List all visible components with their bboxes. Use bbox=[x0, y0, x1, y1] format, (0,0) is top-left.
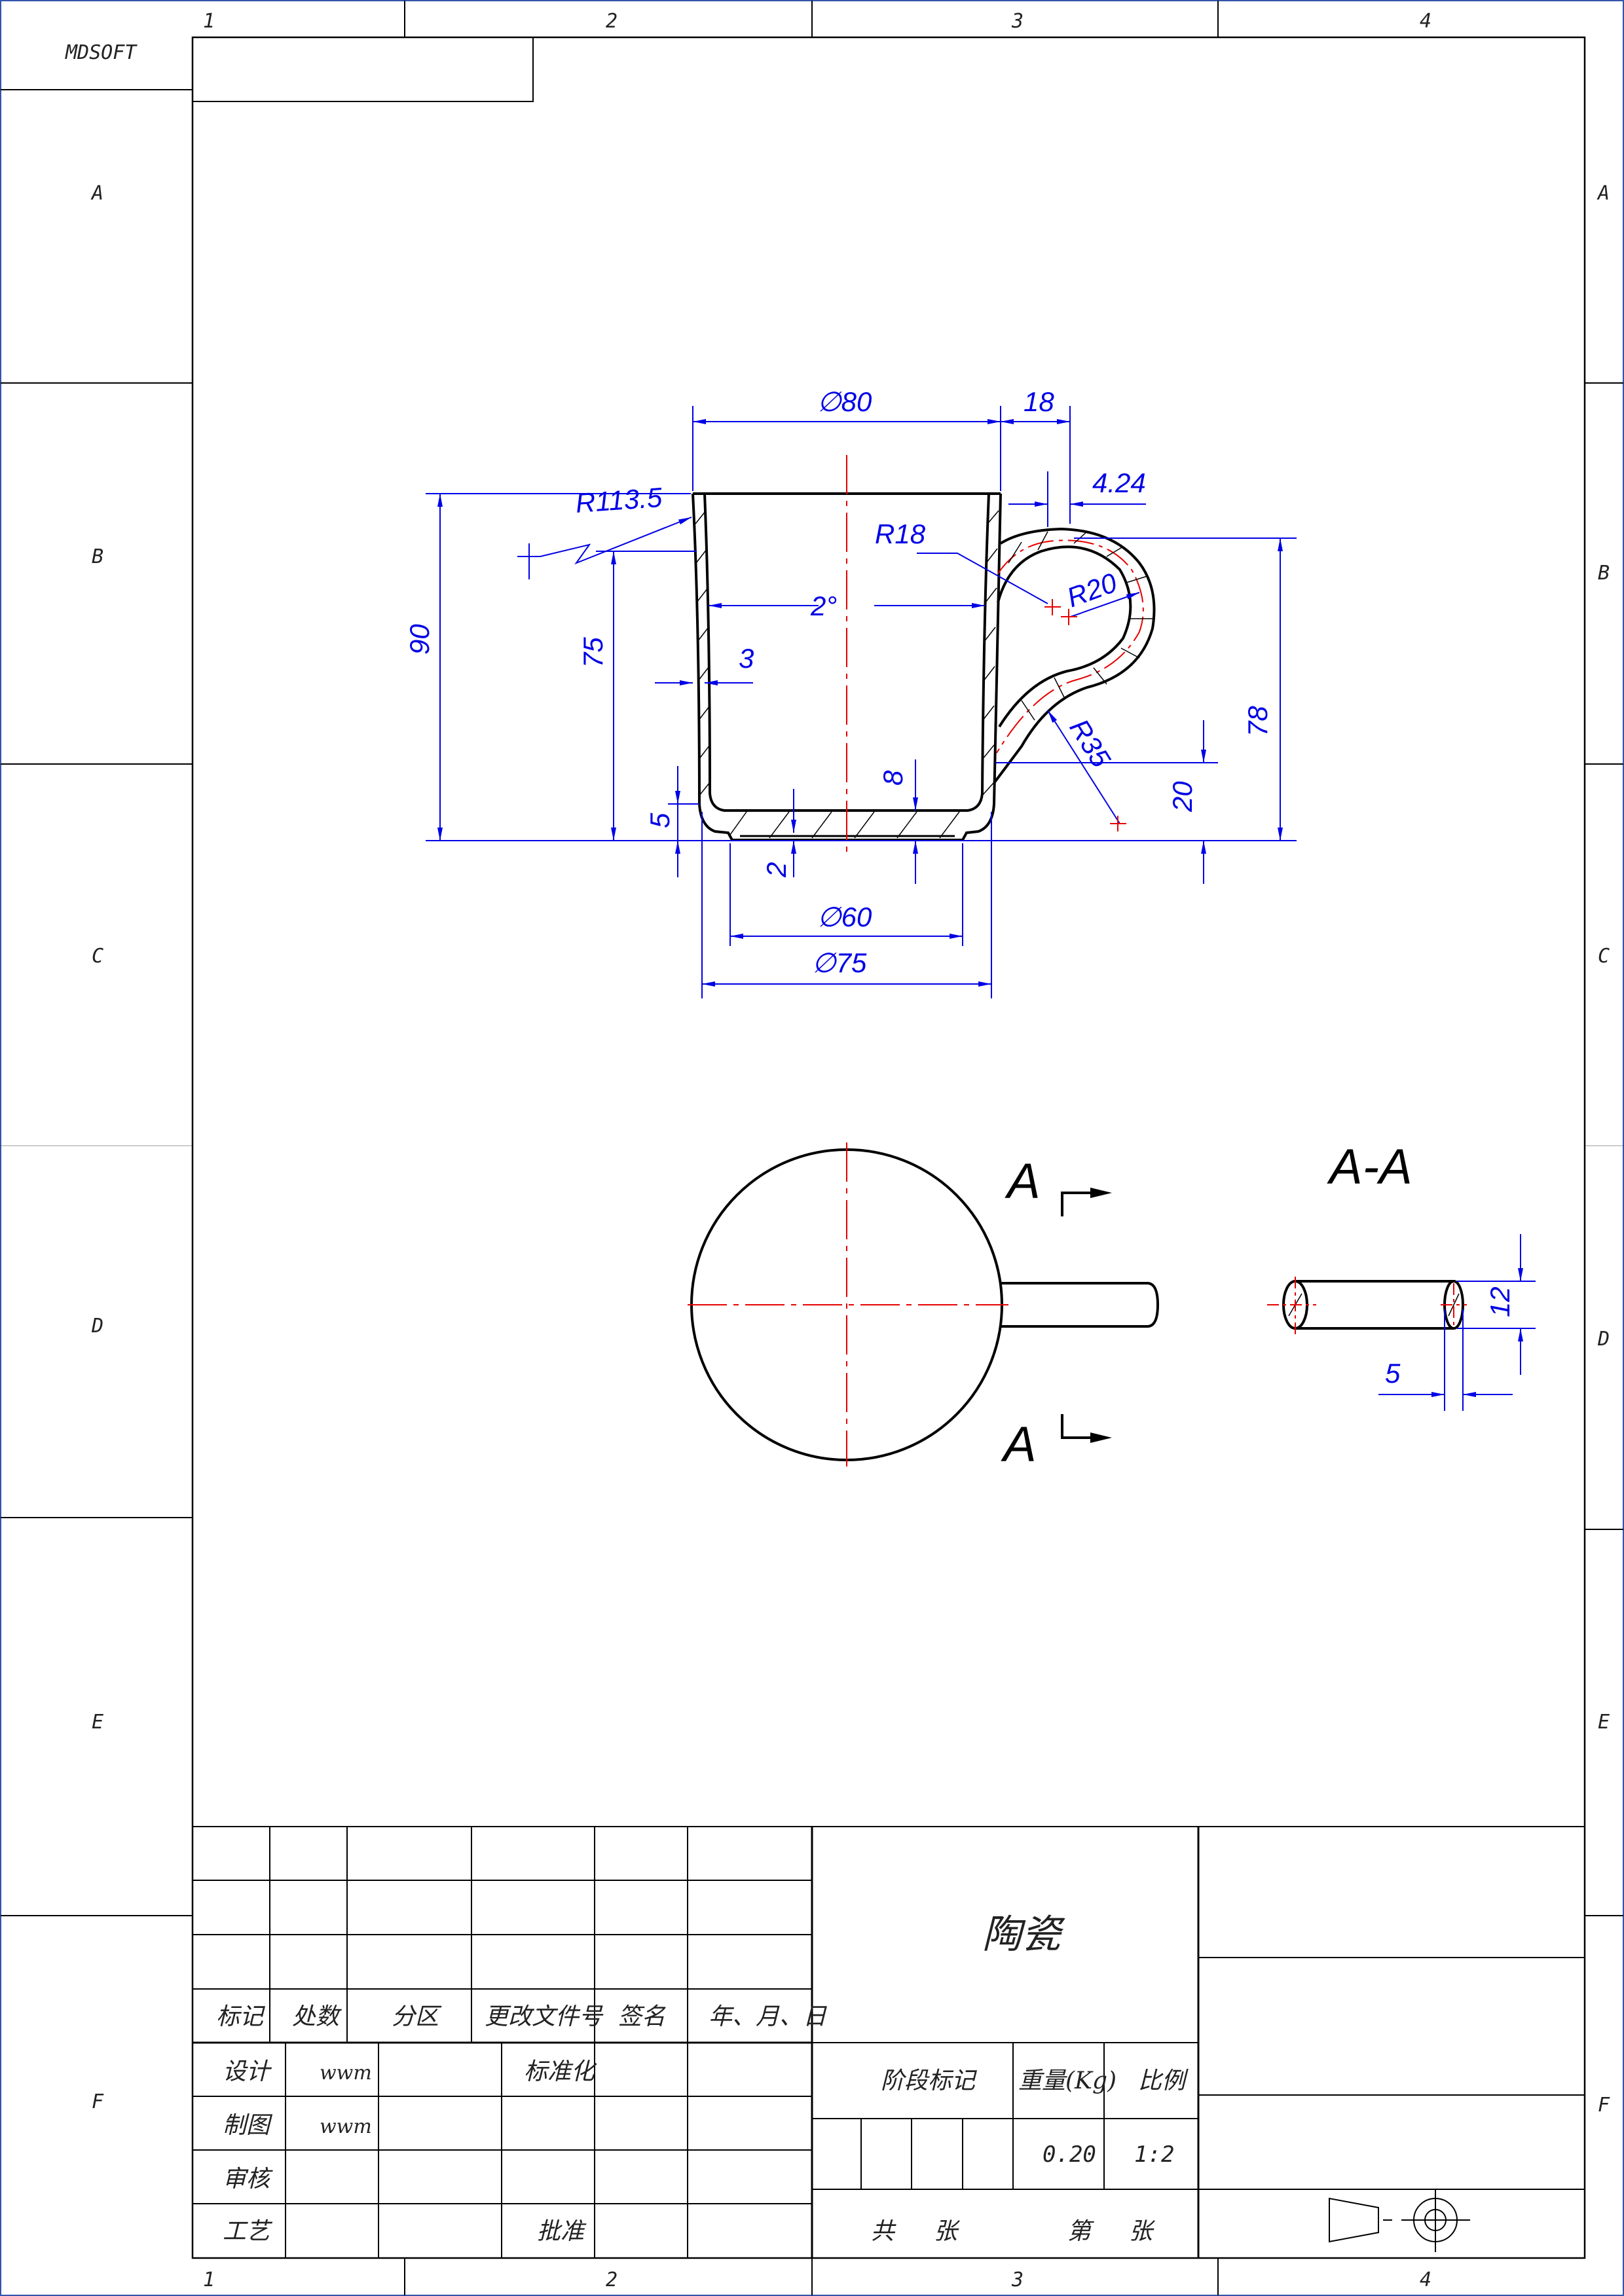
dim-r-handle-inner: R18 bbox=[875, 519, 926, 549]
section-mark-top: A bbox=[1005, 1154, 1041, 1209]
dim-r-outer-wall: R113.5 bbox=[574, 482, 663, 519]
dim-r-handle-lower: R35 bbox=[1063, 714, 1116, 773]
dim-dia-foot-inner: ∅60 bbox=[817, 902, 872, 932]
dim-base-thickness: 8 bbox=[877, 770, 908, 786]
col-label-1-top: 1 bbox=[203, 10, 215, 33]
section-mark-bottom: A bbox=[1001, 1417, 1037, 1472]
drawn-label: 制图 bbox=[223, 2112, 273, 2139]
rev-header-doc: 更改文件号 bbox=[485, 2003, 604, 2030]
row-label-e-left: E bbox=[92, 1711, 103, 1734]
dim-wall-thickness: 3 bbox=[739, 643, 754, 674]
software-label: MDSOFT bbox=[65, 41, 138, 64]
row-label-f-right: F bbox=[1598, 2094, 1610, 2117]
process-label: 工艺 bbox=[223, 2218, 273, 2245]
dim-r-handle-outer: R20 bbox=[1063, 567, 1121, 613]
approve-label: 批准 bbox=[537, 2218, 587, 2245]
sheet-label-2: 张 bbox=[1129, 2218, 1156, 2245]
scale-value: 1:2 bbox=[1134, 2141, 1174, 2168]
front-dimensions bbox=[426, 406, 1297, 998]
col-label-2-bottom: 2 bbox=[606, 2269, 618, 2291]
dim-section-width: 5 bbox=[1385, 1358, 1401, 1389]
row-label-a-right: A bbox=[1596, 182, 1610, 205]
dim-handle-width: 18 bbox=[1024, 386, 1054, 417]
col-label-3-bottom: 3 bbox=[1011, 2269, 1024, 2291]
weight-value: 0.20 bbox=[1043, 2141, 1096, 2168]
number-label: 第 bbox=[1067, 2218, 1094, 2245]
stage-mark-label: 阶段标记 bbox=[881, 2068, 978, 2094]
dim-height-total: 90 bbox=[404, 624, 435, 655]
row-label-f-left: F bbox=[92, 2090, 104, 2113]
row-label-b-left: B bbox=[92, 545, 103, 568]
rev-header-count: 处数 bbox=[292, 2003, 342, 2030]
row-label-c-left: C bbox=[92, 945, 103, 968]
design-label: 设计 bbox=[223, 2058, 272, 2085]
dim-section-dia: 12 bbox=[1485, 1286, 1515, 1317]
row-label-b-right: B bbox=[1598, 562, 1610, 585]
row-label-c-right: C bbox=[1598, 945, 1610, 968]
cup-top-view bbox=[688, 1142, 1160, 1467]
dim-draft-angle: 2° bbox=[810, 591, 837, 621]
dim-handle-height: 78 bbox=[1242, 706, 1273, 737]
total-label: 共 bbox=[871, 2218, 896, 2245]
designer-name: wwm bbox=[320, 2062, 372, 2085]
dim-height-inner: 75 bbox=[578, 637, 608, 668]
dim-handle-bottom: 20 bbox=[1167, 781, 1198, 812]
dim-dia-top: ∅80 bbox=[817, 386, 872, 417]
col-label-1-bottom: 1 bbox=[203, 2269, 215, 2291]
rev-header-date: 年、月、日 bbox=[709, 2003, 827, 2030]
standard-label: 标准化 bbox=[524, 2058, 597, 2085]
row-label-d-right: D bbox=[1597, 1328, 1610, 1351]
sheet-label: 张 bbox=[934, 2218, 961, 2245]
row-label-d-left: D bbox=[91, 1315, 103, 1338]
section-label: A-A bbox=[1327, 1139, 1412, 1195]
rev-header-zone: 分区 bbox=[392, 2003, 442, 2030]
drafter-name: wwm bbox=[320, 2115, 372, 2138]
cup-front-view bbox=[692, 455, 1156, 858]
col-label-4-bottom: 4 bbox=[1420, 2269, 1431, 2291]
col-label-3-top: 3 bbox=[1011, 10, 1024, 33]
dim-handle-offset: 4.24 bbox=[1092, 467, 1146, 498]
part-name: 陶瓷 bbox=[982, 1912, 1065, 1958]
row-label-e-right: E bbox=[1598, 1711, 1610, 1734]
section-a-a-view bbox=[1267, 1234, 1536, 1411]
col-label-2-top: 2 bbox=[606, 10, 618, 33]
col-label-4-top: 4 bbox=[1420, 10, 1431, 33]
weight-label: 重量(Kg) bbox=[1018, 2068, 1116, 2094]
rev-header-mark: 标记 bbox=[216, 2003, 266, 2030]
dim-foot-height: 5 bbox=[644, 812, 675, 828]
projection-symbol bbox=[1329, 2190, 1470, 2252]
dim-foot-step: 2 bbox=[761, 862, 792, 878]
row-label-a-left: A bbox=[90, 182, 103, 205]
rev-header-sign: 签名 bbox=[618, 2003, 666, 2030]
check-label: 审核 bbox=[223, 2166, 273, 2193]
scale-label: 比例 bbox=[1138, 2068, 1189, 2094]
dim-dia-foot-outer: ∅75 bbox=[812, 947, 867, 978]
title-block bbox=[193, 1826, 1585, 2258]
